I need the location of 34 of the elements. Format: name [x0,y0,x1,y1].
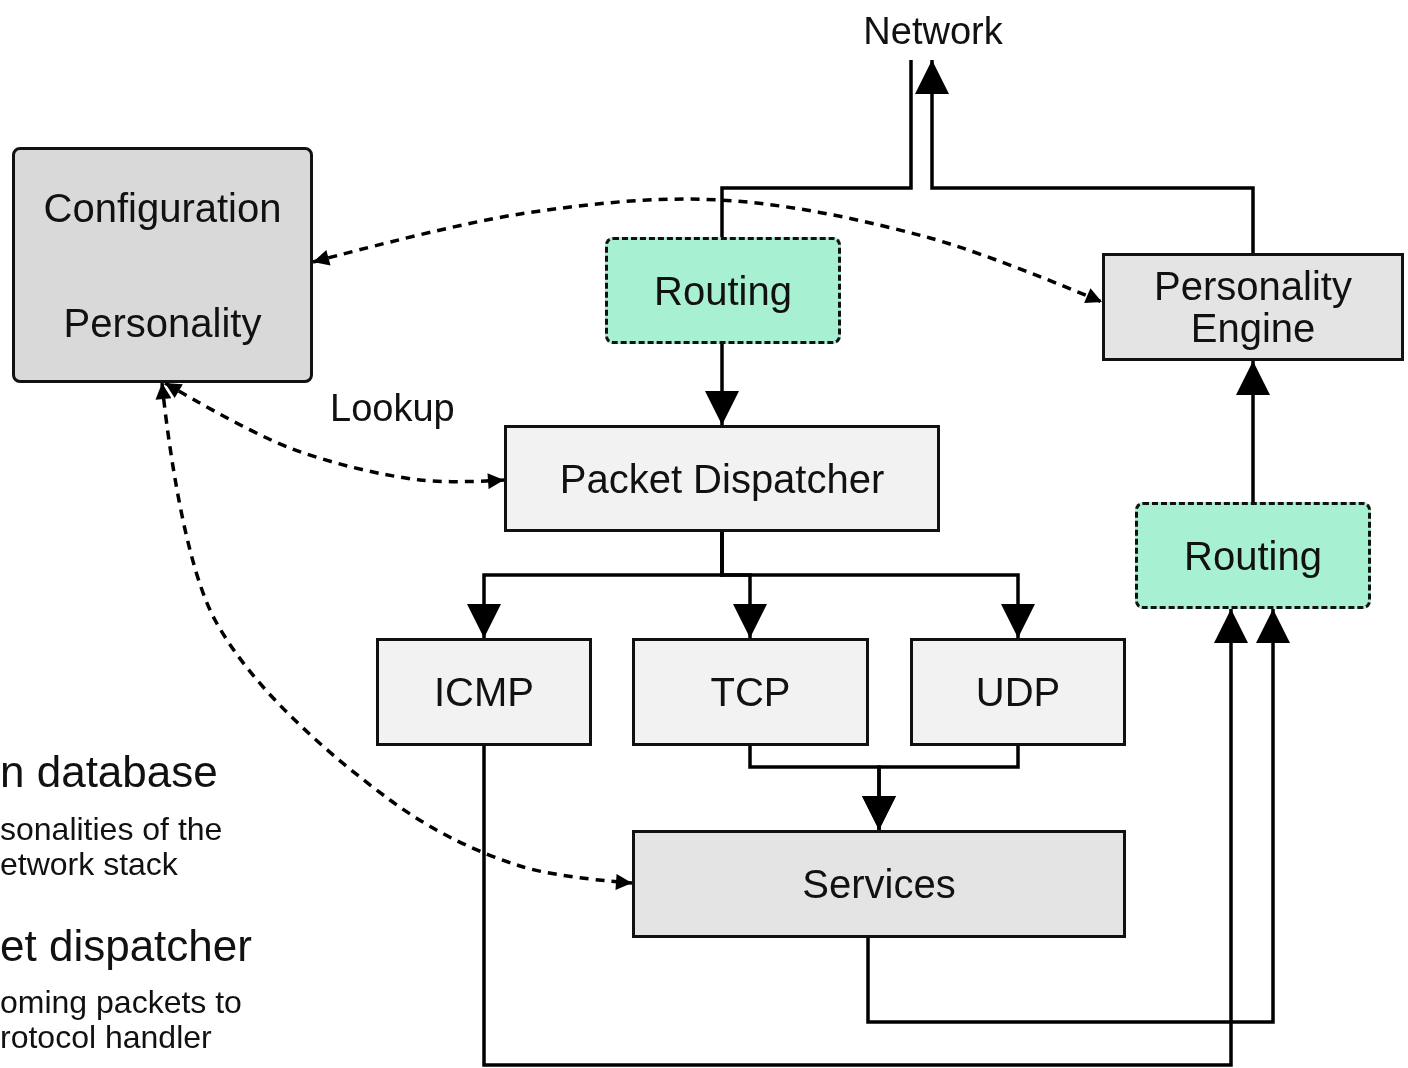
protocol-box [910,638,1126,746]
node-text: Services [802,863,956,905]
node-text: Routing [654,269,792,312]
node-text: Packet Dispatcher [559,457,885,500]
dashed-arrow [155,382,633,890]
engine-box [1102,253,1404,361]
node-text: TCP [710,671,791,713]
node-text: Personality [63,301,262,344]
node-text: Personality Engine [1153,265,1353,349]
arrow [915,60,1255,253]
services-box [632,830,1126,938]
database-box [12,147,313,383]
protocol-box [376,638,592,746]
arrow [862,746,1020,830]
node-text: Network [863,12,1003,52]
arrow [1236,361,1270,502]
arrow [866,609,1290,1024]
arrow [720,532,1035,638]
dashed-arrow [312,197,1103,304]
node-text: ICMP [434,671,534,713]
node-text: Routing [1184,534,1322,577]
routing-box [605,237,841,344]
protocol-box [632,638,869,746]
dispatcher-box [504,425,940,532]
description-text: oming packets to rotocol handler [0,985,243,1056]
arrow [482,609,1248,1067]
heading-text: n database [0,748,219,797]
arrow [705,344,739,425]
heading-text: et dispatcher [0,922,253,971]
description-text: sonalities of the etwork stack [0,812,224,883]
routing-box [1135,502,1371,609]
dashed-arrow [164,381,505,490]
node-text: UDP [975,671,1061,713]
node-text: Configuration [43,186,282,229]
